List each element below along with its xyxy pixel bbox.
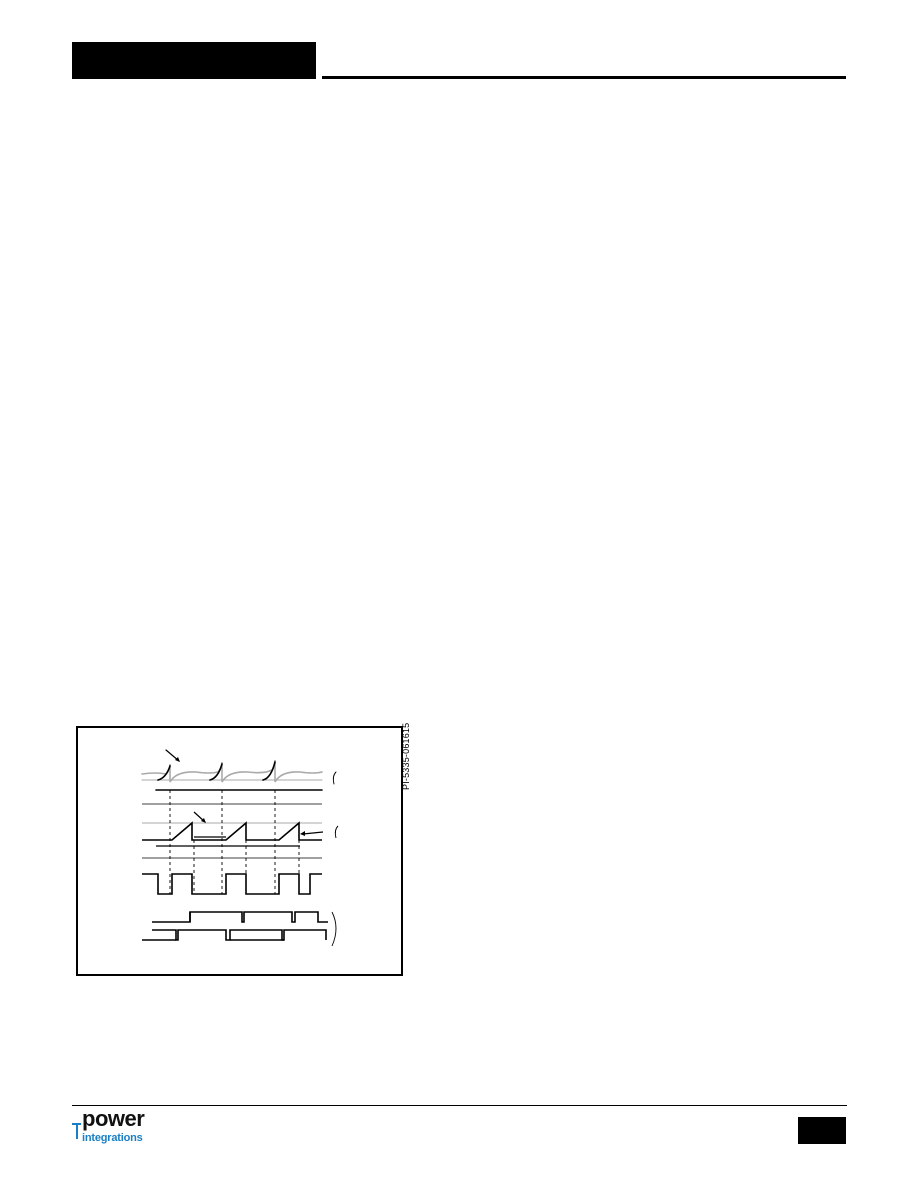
dual-switch-traces bbox=[142, 911, 337, 947]
footer-rule bbox=[72, 1105, 847, 1106]
threshold-arrow-head bbox=[300, 831, 305, 836]
sawtooth-arrow-head bbox=[201, 818, 206, 823]
ripple-arrow-head bbox=[175, 757, 180, 762]
switch-trace-upper bbox=[152, 911, 328, 923]
threshold-arrow-shaft bbox=[302, 831, 324, 835]
ripple-spikes bbox=[157, 761, 276, 781]
sawtooth-trace bbox=[142, 811, 339, 847]
page-number-tab bbox=[798, 1117, 846, 1144]
logo-word-power: power bbox=[82, 1106, 145, 1131]
ripple-trace bbox=[141, 749, 337, 791]
timing-diagram-figure bbox=[76, 726, 403, 976]
logo-stem-icon bbox=[76, 1123, 78, 1139]
logo-word-integrations: integrations bbox=[82, 1132, 143, 1144]
figure-id-label: PI-5335-061615 bbox=[401, 722, 411, 790]
header-rule bbox=[322, 76, 846, 79]
sawtooth-waveform bbox=[142, 821, 322, 841]
switch-trace-edges bbox=[142, 912, 284, 941]
sawtooth-brace bbox=[334, 825, 339, 839]
ripple-brace bbox=[332, 771, 337, 785]
pulse-trace bbox=[142, 873, 322, 895]
timing-markers bbox=[169, 790, 300, 894]
switch-traces-brace bbox=[331, 911, 337, 947]
ripple-waveform bbox=[141, 759, 323, 783]
header-black-block bbox=[72, 42, 316, 79]
switch-trace-lower bbox=[152, 929, 327, 941]
power-integrations-logo: power integrations bbox=[72, 1106, 182, 1150]
timing-diagram bbox=[141, 749, 339, 947]
